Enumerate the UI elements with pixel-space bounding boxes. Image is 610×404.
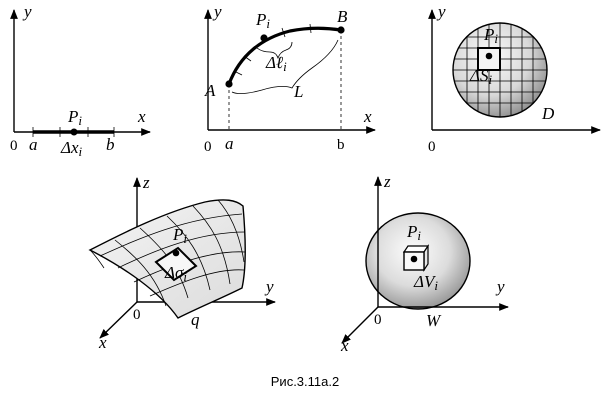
surface-grid bbox=[99, 199, 246, 307]
pi-label: Pi bbox=[483, 25, 498, 46]
x-axis bbox=[99, 301, 138, 339]
delta-s-label: ΔSi bbox=[469, 66, 492, 87]
a-label: a bbox=[225, 134, 234, 153]
x-axis bbox=[341, 306, 379, 344]
origin-label: 0 bbox=[10, 138, 18, 154]
point-pi bbox=[485, 52, 493, 60]
a-label: a bbox=[29, 135, 38, 154]
point-pi bbox=[172, 249, 180, 257]
arc-tick bbox=[281, 27, 286, 38]
q-label: q bbox=[191, 310, 200, 329]
origin-label: 0 bbox=[133, 307, 141, 323]
origin-label: 0 bbox=[204, 139, 212, 155]
L-label: L bbox=[293, 82, 303, 101]
delta-l-brace bbox=[256, 41, 293, 60]
x-label: x bbox=[98, 333, 107, 352]
figure-caption: Рис.3.11а.2 bbox=[271, 374, 339, 389]
point-a bbox=[225, 80, 233, 88]
y-label: y bbox=[436, 2, 446, 21]
surface-element bbox=[154, 246, 198, 282]
arc-tick bbox=[309, 23, 312, 34]
pi-label: Pi bbox=[406, 222, 421, 243]
point-pi bbox=[260, 34, 268, 42]
point-b bbox=[337, 26, 345, 34]
delta-v-label: ΔVi bbox=[413, 272, 438, 293]
surface-edge bbox=[89, 249, 105, 269]
A-label: A bbox=[204, 81, 216, 100]
origin-label: 0 bbox=[374, 312, 382, 328]
point-pi bbox=[410, 255, 418, 263]
panel-surface: z y x 0 Pi Δσi q bbox=[88, 173, 276, 352]
z-label: z bbox=[383, 172, 391, 191]
panel-line-segment: y x 0 a b Pi Δxi bbox=[10, 2, 151, 159]
pi-label: Pi bbox=[172, 225, 187, 246]
pi-label: Pi bbox=[67, 107, 82, 128]
W-label: W bbox=[426, 311, 442, 330]
delta-l-label: Δℓi bbox=[265, 53, 287, 74]
arc-ab bbox=[227, 26, 342, 85]
l-brace bbox=[231, 39, 339, 94]
point-pi bbox=[70, 128, 78, 136]
B-label: B bbox=[337, 7, 348, 26]
x-label: x bbox=[137, 107, 146, 126]
z-label: z bbox=[142, 173, 150, 192]
delta-x-label: Δxi bbox=[60, 138, 83, 159]
y-label: y bbox=[212, 2, 222, 21]
x-label: x bbox=[363, 107, 372, 126]
arc-tick bbox=[243, 55, 252, 62]
origin-label: 0 bbox=[428, 139, 436, 155]
panel-region: y 0 Pi ΔSi D bbox=[428, 2, 601, 155]
y-label: y bbox=[264, 277, 274, 296]
pi-label: Pi bbox=[255, 10, 270, 31]
delta-sigma-label: Δσi bbox=[164, 263, 187, 284]
panel-arc: y x 0 a b A B Pi Δℓi L bbox=[204, 2, 376, 155]
b-label: b bbox=[337, 137, 345, 153]
y-label: y bbox=[495, 277, 505, 296]
y-label: y bbox=[22, 2, 32, 21]
panel-volume: z y x 0 Pi ΔVi W bbox=[340, 172, 509, 355]
arc-tick bbox=[233, 70, 243, 76]
x-label: x bbox=[340, 336, 349, 355]
b-label: b bbox=[106, 135, 115, 154]
D-label: D bbox=[541, 104, 555, 123]
